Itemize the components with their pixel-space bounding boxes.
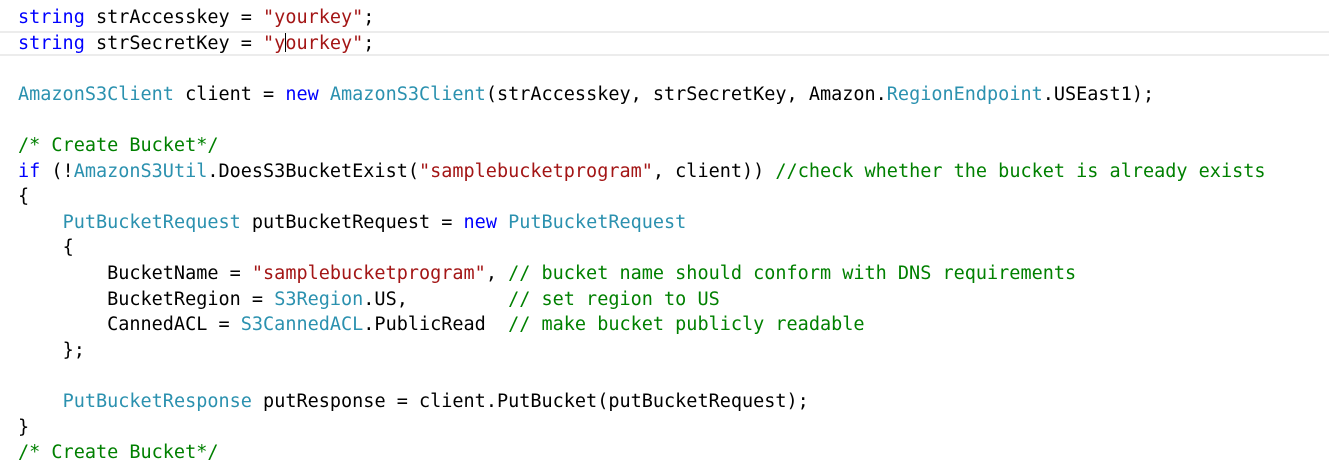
token-string: "yourkey" [263, 7, 364, 28]
token-type: RegionEndpoint [886, 83, 1043, 105]
code-line[interactable]: { [0, 235, 1329, 260]
code-line[interactable]: PutBucketResponse putResponse = client.P… [0, 389, 1329, 414]
token-plain: putResponse = client.PutBucket(putBucket… [251, 391, 809, 412]
token-plain: client = [173, 83, 286, 105]
indent [18, 391, 63, 412]
code-line[interactable]: BucketRegion = S3Region.US, // set regio… [0, 287, 1329, 312]
token-string: "y [263, 32, 286, 54]
token-string: "samplebucketprogram" [418, 160, 653, 182]
token-plain: putBucketRequest = [240, 211, 464, 233]
code-line[interactable]: /* Create Bucket*/ [0, 133, 1329, 158]
token-string: "samplebucketprogram" [251, 263, 486, 284]
text-caret [285, 32, 287, 52]
token-type: S3Region [274, 288, 364, 310]
code-line[interactable]: BucketName = "samplebucketprogram", // b… [0, 261, 1329, 286]
token-plain: { [62, 237, 74, 259]
indent [18, 340, 63, 361]
token-plain: .DoesS3BucketExist( [207, 160, 419, 182]
token-plain: strSecretKey = [84, 32, 264, 54]
token-plain: .PublicRead [363, 314, 509, 336]
code-line[interactable]: } [0, 415, 1329, 440]
code-line[interactable]: string strAccesskey = "yourkey"; [0, 5, 1329, 30]
indent [18, 263, 107, 284]
indent [18, 289, 107, 310]
code-line[interactable]: }; [0, 338, 1329, 363]
token-keyword: new [463, 211, 497, 233]
token-type: PutBucketResponse [62, 391, 252, 412]
indent [18, 212, 63, 233]
token-plain: , client)) [652, 160, 776, 182]
token-type: PutBucketRequest [508, 211, 687, 233]
code-line[interactable]: AmazonS3Client client = new AmazonS3Clie… [0, 82, 1329, 107]
token-type: AmazonS3Client [18, 83, 174, 105]
token-keyword: string [18, 32, 85, 54]
token-plain: BucketName = [107, 263, 252, 284]
code-line[interactable] [0, 363, 1329, 388]
token-type: AmazonS3Client [329, 83, 486, 105]
token-comment: /* Create Bucket*/ [18, 135, 219, 156]
token-plain [319, 84, 330, 105]
token-string: ourkey" [285, 32, 364, 54]
token-comment: /* Create Bucket*/ [18, 442, 219, 464]
token-comment: //check whether the bucket is already ex… [775, 160, 1266, 182]
token-plain: .US, [363, 288, 509, 310]
token-type: S3CannedACL [240, 314, 364, 336]
token-plain: .USEast1); [1042, 83, 1155, 105]
token-plain: strAccesskey = [84, 7, 264, 28]
token-plain: ; [363, 32, 375, 54]
code-line[interactable]: CannedACL = S3CannedACL.PublicRead // ma… [0, 312, 1329, 337]
token-plain: , [485, 263, 509, 284]
token-plain: CannedACL = [107, 314, 241, 336]
code-line[interactable]: if (!AmazonS3Util.DoesS3BucketExist("sam… [0, 159, 1329, 184]
indent [18, 237, 63, 258]
token-plain: (! [40, 160, 74, 182]
token-keyword: new [285, 83, 319, 105]
code-line[interactable]: PutBucketRequest putBucketRequest = new … [0, 210, 1329, 235]
code-line[interactable] [0, 107, 1329, 132]
token-plain [497, 212, 508, 233]
code-line[interactable] [0, 56, 1329, 81]
code-line[interactable]: { [0, 184, 1329, 209]
token-plain: (strAccesskey, strSecretKey, Amazon. [485, 83, 887, 105]
token-comment: // bucket name should conform with DNS r… [508, 263, 1077, 284]
token-plain: } [18, 416, 30, 438]
token-plain: }; [62, 339, 85, 361]
token-plain: ; [363, 7, 375, 28]
indent [18, 314, 107, 335]
token-comment: // set region to US [508, 288, 720, 310]
token-type: AmazonS3Util [73, 160, 208, 182]
code-line[interactable]: /* Create Bucket*/ [0, 440, 1329, 465]
code-line-current[interactable]: string strSecretKey = "yourkey"; [0, 30, 1329, 56]
token-comment: // make bucket publicly readable [508, 314, 865, 336]
token-plain: { [18, 186, 30, 208]
token-plain: BucketRegion = [107, 288, 275, 310]
token-keyword: if [18, 160, 41, 182]
token-keyword: string [18, 7, 85, 28]
token-type: PutBucketRequest [62, 211, 241, 233]
